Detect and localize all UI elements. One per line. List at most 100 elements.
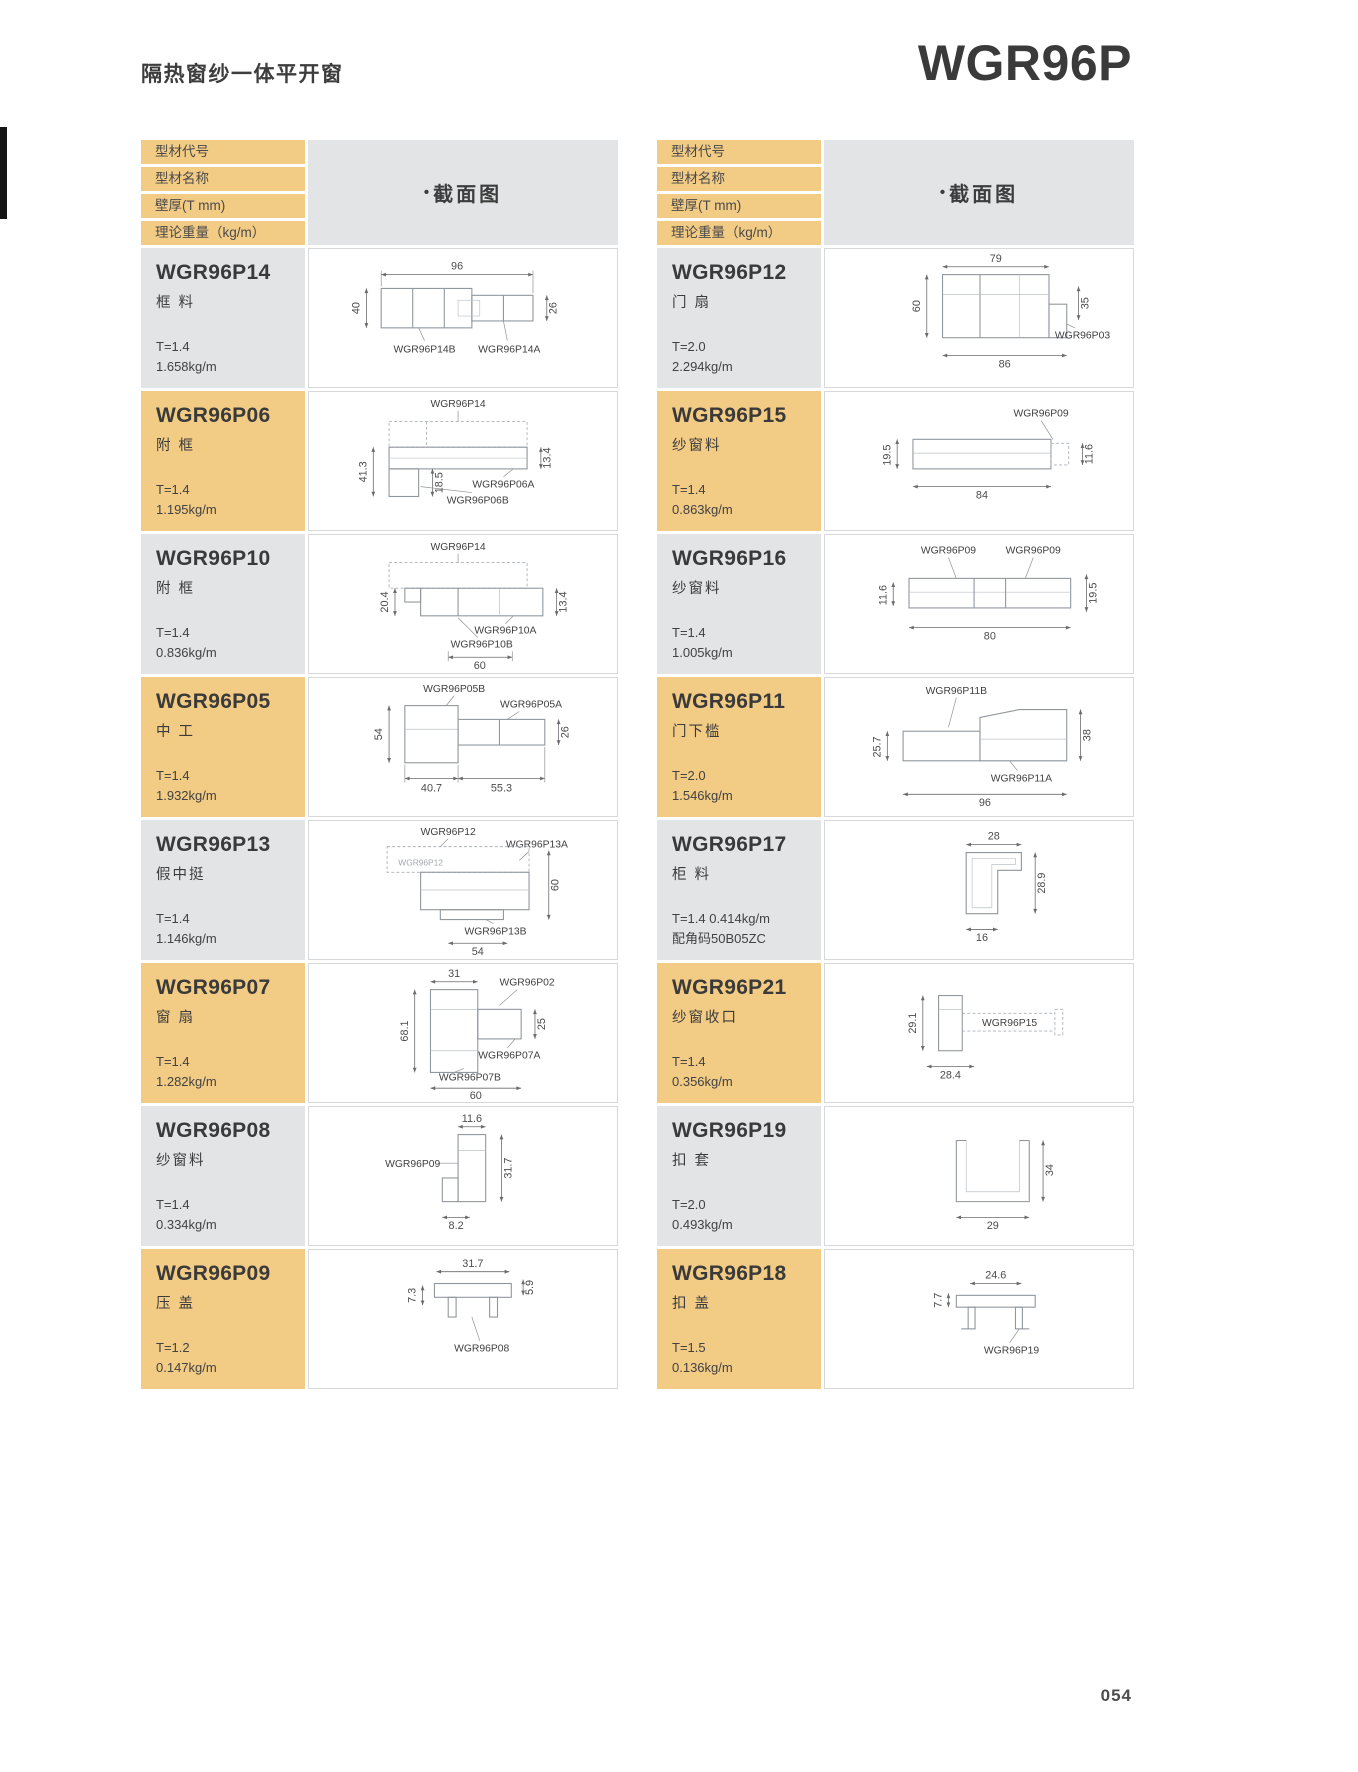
section-drawing-wgr96p18: 7.7 24.6 WGR96P19 [933,1270,1040,1357]
dimension-label: 79 [990,253,1002,265]
profile-code: WGR96P13 [156,833,271,856]
section-view-header: • 截面图 [308,140,618,245]
profile-info-cell: WGR96P13 假中挺 T=1.4 1.146kg/m [141,820,305,960]
profile-tables: 型材代号 型材名称 壁厚(T mm) 理论重量（kg/m） • 截面图 WGR9… [141,140,1134,1392]
part-label: WGR96P10B [451,639,513,650]
profile-outline [404,705,546,764]
dimension-label: 38 [1081,729,1093,741]
profile-weight: 1.195kg/m [156,501,217,517]
header-label-stack: 型材代号 型材名称 壁厚(T mm) 理论重量（kg/m） [657,140,821,245]
profile-weight: 0.836kg/m [156,644,217,660]
dimension-label: 40 [351,302,363,314]
profile-thickness: T=2.0 [672,1196,706,1212]
reference-profile [388,562,528,589]
dimension-lines [364,270,549,341]
profile-info-cell: WGR96P19 扣 套 T=2.0 0.493kg/m [657,1106,821,1246]
profile-row: WGR96P10 附 框 T=1.4 0.836kg/m WGR96P14 [141,534,618,674]
profile-code: WGR96P14 [156,261,271,284]
dimension-label: 13.4 [542,448,554,469]
profile-row: WGR96P15 纱窗料 T=1.4 0.863kg/m WGR96P09 [657,391,1134,531]
profile-info-cell: WGR96P11 门下槛 T=2.0 1.546kg/m [657,677,821,817]
profile-spec: T=1.4 1.932kg/m [156,766,297,806]
profile-thickness: T=1.5 [672,1339,706,1355]
profile-spec: T=1.4 1.282kg/m [156,1052,297,1092]
section-drawing-cell: WGR96P09 WGR96P09 [824,534,1134,674]
dimension-label: 54 [472,946,484,958]
profile-code: WGR96P12 [672,261,787,284]
table-header: 型材代号 型材名称 壁厚(T mm) 理论重量（kg/m） • 截面图 [657,140,1134,245]
profile-info-cell: WGR96P15 纱窗料 T=1.4 0.863kg/m [657,391,821,531]
section-drawing-wgr96p15: WGR96P09 [881,409,1095,502]
dimension-lines [946,1281,1022,1343]
section-drawing-wgr96p11: WGR96P11B 25.7 [871,686,1093,809]
dimension-label: 18.5 [433,472,445,493]
section-drawing-cell: 7.7 24.6 WGR96P19 [824,1249,1134,1389]
dimension-label: 55.3 [491,782,512,794]
profile-name: 假中挺 [156,867,206,883]
dimension-label: 40.7 [421,782,442,794]
profile-row: WGR96P18 扣 盖 T=1.5 0.136kg/m 7.7 [657,1249,1134,1389]
dimension-label: 60 [474,660,486,672]
section-drawing-cell: WGR96P05B WGR96P05A [308,677,618,817]
profile-weight: 0.334kg/m [156,1216,217,1232]
profile-code: WGR96P05 [156,690,271,713]
profile-thickness: T=1.4 [672,624,706,640]
section-view-label: 截面图 [433,184,503,206]
profile-row: WGR96P14 框 料 T=1.4 1.658kg/m [141,248,618,388]
section-drawing-wgr96p05: WGR96P05B WGR96P05A [373,684,571,795]
part-label: WGR96P19 [984,1346,1039,1357]
right-column-table: 型材代号 型材名称 壁厚(T mm) 理论重量（kg/m） • 截面图 WGR9… [657,140,1134,1392]
profile-weight: 2.294kg/m [672,358,733,374]
dimension-lines [966,842,1038,932]
profile-thickness: T=1.4 [672,481,706,497]
profile-thickness: T=1.4 [156,624,190,640]
profile-name: 纱窗料 [672,438,722,454]
profile-info-cell: WGR96P12 门 扇 T=2.0 2.294kg/m [657,248,821,388]
profile-code: WGR96P18 [672,1262,787,1285]
profile-spec: T=1.4 1.146kg/m [156,909,297,949]
header-theoretical-weight: 理论重量（kg/m） [657,221,821,245]
part-label: WGR96P11B [926,686,987,697]
dimension-label: 25 [536,1018,548,1030]
part-label: WGR96P14A [478,345,540,356]
profile-info-cell: WGR96P09 压 盖 T=1.2 0.147kg/m [141,1249,305,1389]
bullet-icon: • [423,184,430,201]
profile-spec: T=1.4 0.356kg/m [672,1052,813,1092]
profile-row: WGR96P17 柜 料 T=1.4 0.414kg/m 配角码50B05ZC [657,820,1134,960]
header-theoretical-weight: 理论重量（kg/m） [141,221,305,245]
profile-info-cell: WGR96P06 附 框 T=1.4 1.195kg/m [141,391,305,531]
profile-code: WGR96P17 [672,833,787,856]
page-number: 054 [1100,1686,1132,1705]
dimension-label: 34 [1044,1164,1056,1176]
dimension-label: 25.7 [871,736,883,757]
dimension-label: 29.1 [907,1013,919,1034]
dimension-label: 41.3 [357,461,369,482]
header-wall-thickness: 壁厚(T mm) [141,194,305,218]
profile-spec: T=1.4 0.334kg/m [156,1195,297,1235]
dimension-label: 84 [976,489,988,501]
profile-code: WGR96P19 [672,1119,787,1142]
profile-spec: T=2.0 1.546kg/m [672,766,813,806]
dimension-label: 31 [448,968,460,980]
profile-info-cell: WGR96P21 纱窗收口 T=1.4 0.356kg/m [657,963,821,1103]
profile-name: 附 框 [156,438,196,454]
profile-thickness: T=2.0 [672,338,706,354]
part-label: WGR96P13A [506,840,568,851]
dimension-label: 28.9 [1036,873,1048,894]
page-edge-tab [0,127,7,219]
section-drawing-cell: WGR96P14 [308,534,618,674]
profile-name: 框 料 [156,295,196,311]
profile-info-cell: WGR96P18 扣 盖 T=1.5 0.136kg/m [657,1249,821,1389]
section-drawing-cell: 79 60 35 WGR96P03 86 [824,248,1134,388]
profile-thickness: T=1.4 [156,910,190,926]
profile-info-cell: WGR96P17 柜 料 T=1.4 0.414kg/m 配角码50B05ZC [657,820,821,960]
dimension-label: 31.7 [502,1158,514,1179]
dimension-label: 96 [451,261,463,273]
profile-spec: T=1.4 0.414kg/m 配角码50B05ZC [672,909,813,949]
profile-code: WGR96P10 [156,547,271,570]
header-profile-name: 型材名称 [141,167,305,191]
profile-thickness: T=1.2 [156,1339,190,1355]
profile-weight: 1.005kg/m [672,644,733,660]
profile-spec: T=1.2 0.147kg/m [156,1338,297,1378]
dimension-label: 19.5 [881,445,893,466]
